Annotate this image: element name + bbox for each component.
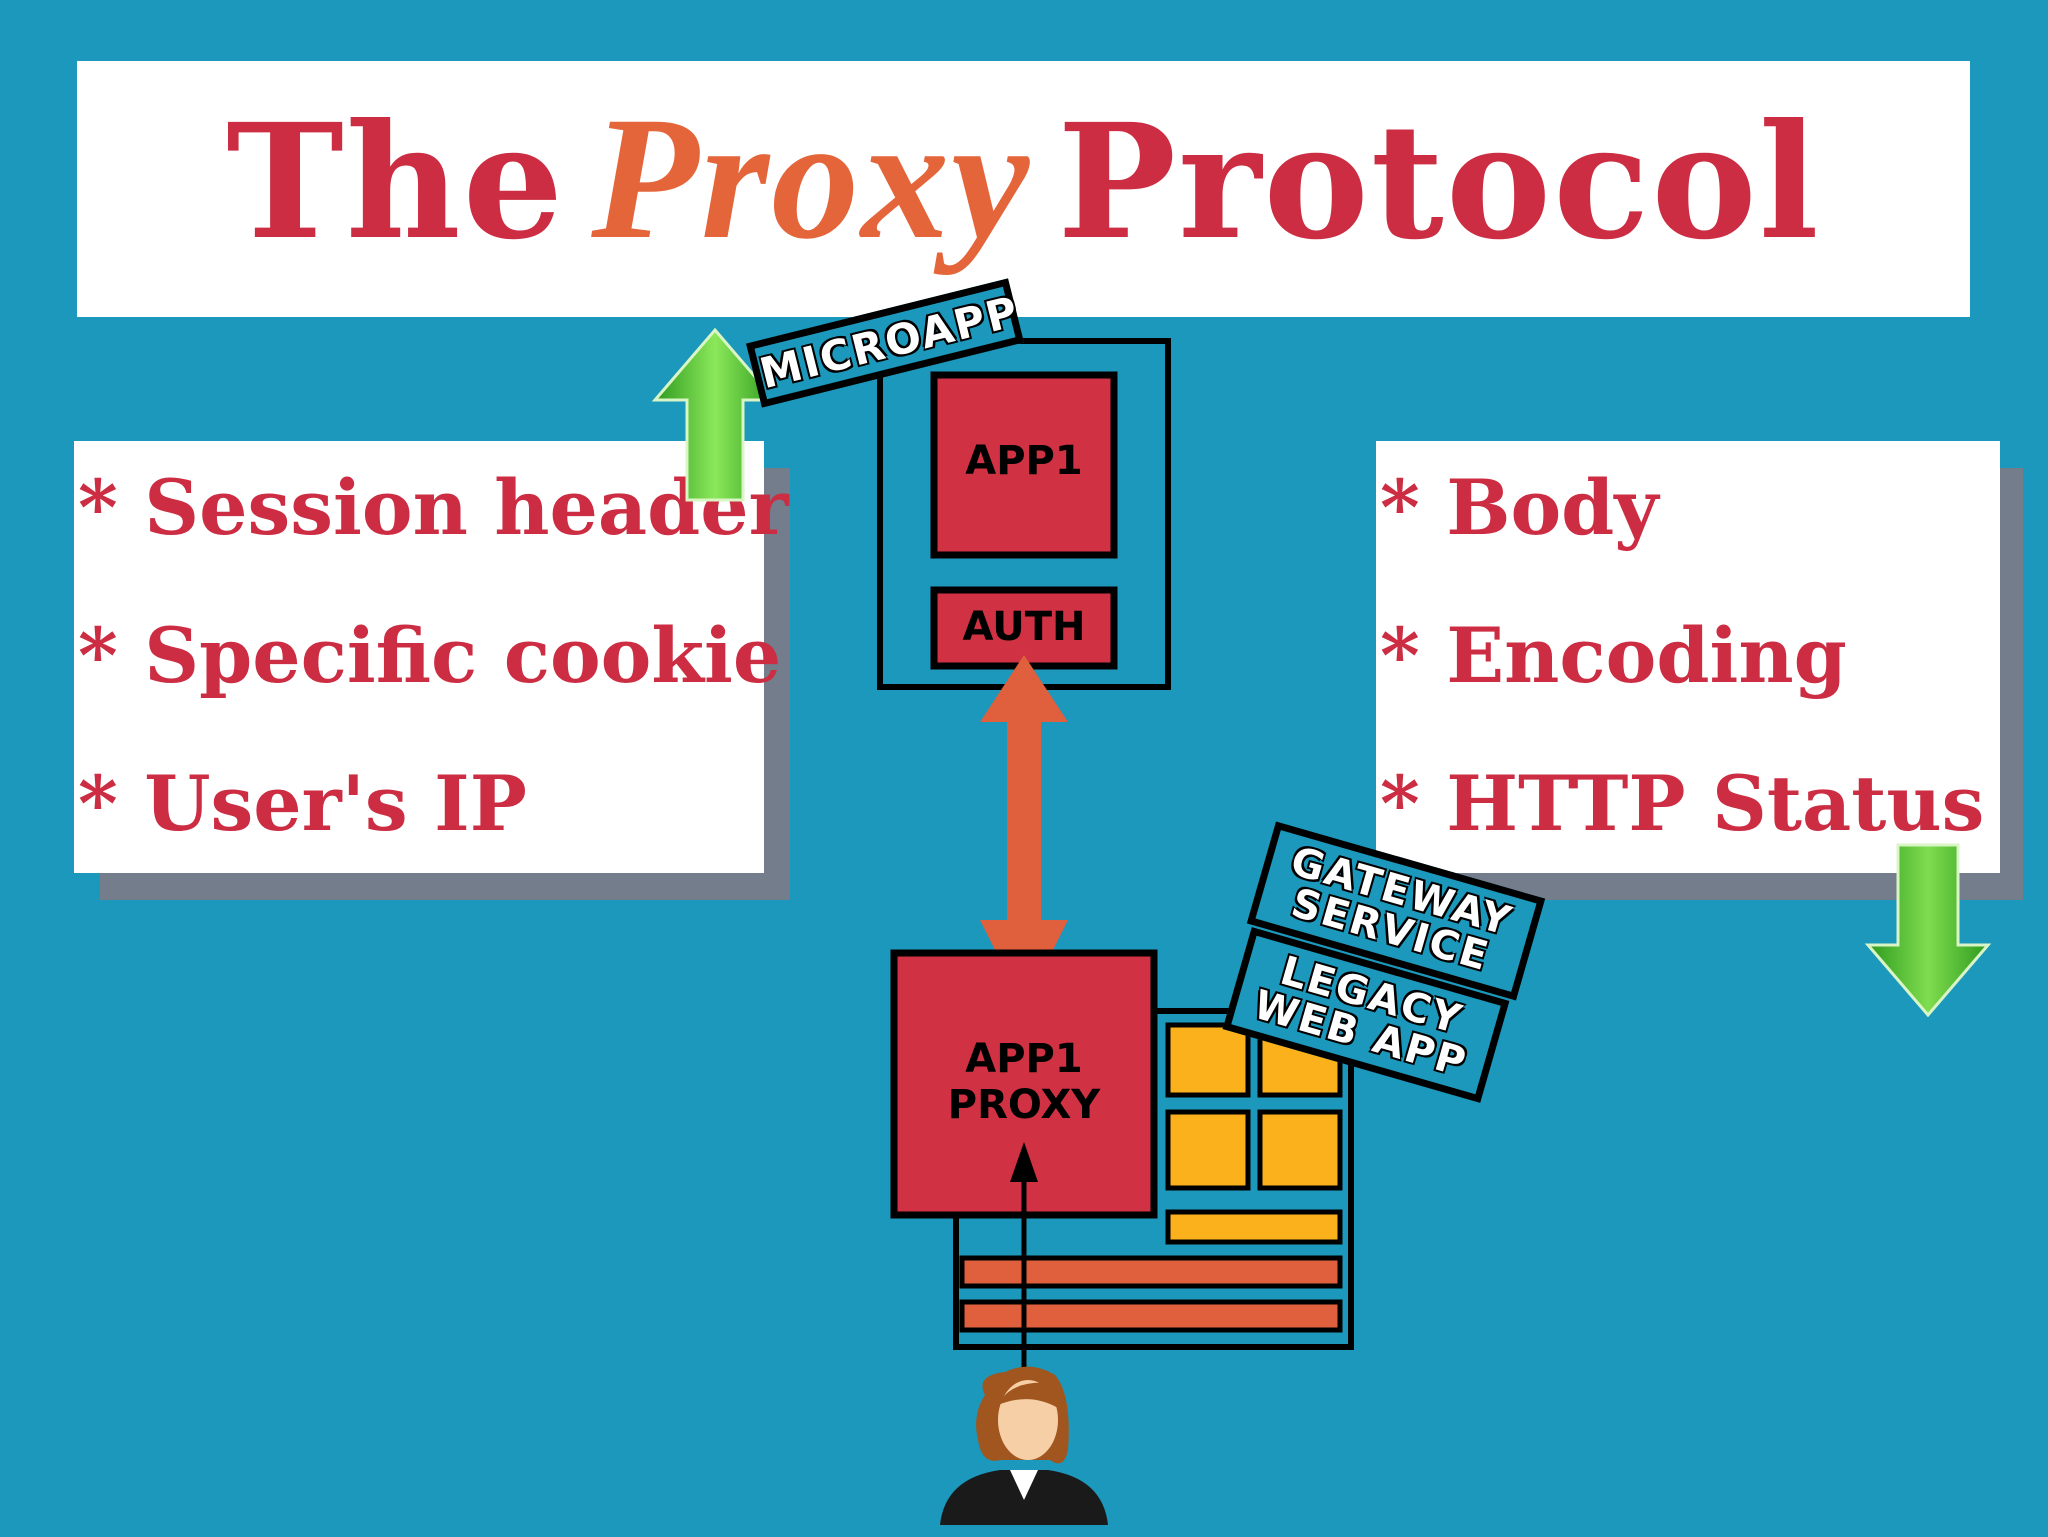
proxy-label-line2: PROXY	[948, 1082, 1102, 1128]
proxy-label-line1: APP1	[965, 1036, 1082, 1082]
title-word-proxy: Proxy	[591, 81, 1032, 276]
grid-tile	[1165, 1109, 1251, 1191]
grid-tile	[1165, 1022, 1251, 1098]
left-item-users-ip: * User's IP	[78, 759, 527, 848]
left-panel: * Session header * Specific cookie * Use…	[74, 441, 789, 873]
right-item-encoding: * Encoding	[1380, 611, 1847, 700]
right-panel: * Body * Encoding * HTTP Status	[1376, 441, 2000, 873]
left-item-session-header: * Session header	[78, 463, 789, 552]
right-item-http-status: * HTTP Status	[1380, 759, 1985, 848]
grid-bar	[1165, 1209, 1343, 1245]
left-item-specific-cookie: * Specific cookie	[78, 611, 782, 700]
down-arrow-icon	[1864, 843, 1992, 1018]
app1-box	[930, 371, 1118, 559]
user-avatar-icon	[940, 1366, 1108, 1525]
title-word-the: The	[226, 90, 566, 275]
content-row	[959, 1299, 1343, 1333]
request-arrow-icon	[1010, 1142, 1038, 1385]
right-item-body: * Body	[1380, 463, 1659, 552]
auth-label: AUTH	[963, 604, 1086, 650]
title-word-protocol: Protocol	[1057, 90, 1821, 275]
content-row	[959, 1255, 1343, 1289]
app1-label: APP1	[965, 438, 1082, 484]
grid-tile	[1257, 1109, 1343, 1191]
